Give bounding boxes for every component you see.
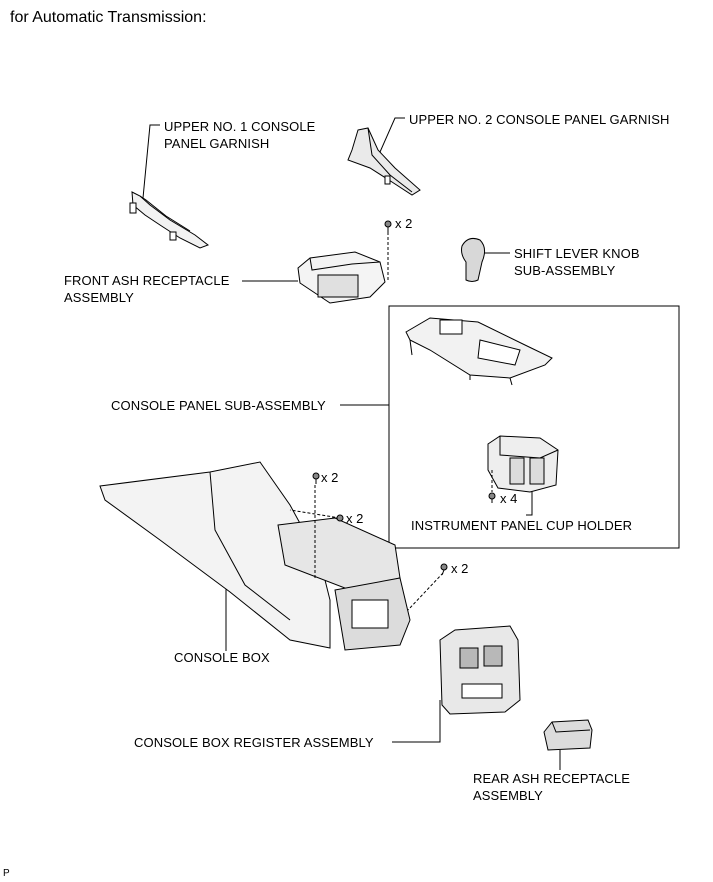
label-line: CONSOLE PANEL SUB-ASSEMBLY (111, 398, 326, 413)
upper-no1-console-panel-garnish (129, 191, 210, 249)
console-box-register-assembly (439, 625, 521, 715)
label-line: ASSEMBLY (64, 290, 134, 305)
screw-icon (488, 492, 496, 503)
label-upper-no1-garnish: UPPER NO. 1 CONSOLE PANEL GARNISH (164, 118, 315, 152)
console-panel-sub-assembly (405, 317, 553, 386)
qty-console-box-rear-screws: x 2 (451, 561, 469, 576)
leader-upper-no2 (379, 117, 405, 153)
label-front-ash-receptacle: FRONT ASH RECEPTACLE ASSEMBLY (64, 272, 230, 306)
qty-console-box-mid-screws: x 2 (346, 511, 364, 526)
label-line: REAR ASH RECEPTACLE (473, 771, 630, 786)
label-shift-lever-knob: SHIFT LEVER KNOB SUB-ASSEMBLY (514, 245, 640, 279)
label-console-box-register: CONSOLE BOX REGISTER ASSEMBLY (134, 734, 374, 751)
leader-upper-no1 (142, 124, 160, 199)
console-panel-frame (388, 305, 680, 549)
qty-cup-holder-screws: x 4 (500, 491, 518, 506)
label-line: INSTRUMENT PANEL CUP HOLDER (411, 518, 633, 533)
label-line: PANEL GARNISH (164, 136, 270, 151)
screw-icon (312, 472, 320, 484)
qty-front-ash-screws: x 2 (395, 216, 413, 231)
page-code: P (3, 868, 10, 879)
label-instrument-panel-cup-holder: INSTRUMENT PANEL CUP HOLDER (411, 517, 632, 534)
upper-no2-console-panel-garnish (347, 127, 421, 196)
label-console-panel-sub-assembly: CONSOLE PANEL SUB-ASSEMBLY (111, 397, 326, 414)
leader-register (392, 700, 441, 743)
rear-ash-receptacle-assembly (543, 719, 593, 751)
screw-icon (332, 514, 344, 522)
label-line: ASSEMBLY (473, 788, 543, 803)
instrument-panel-cup-holder (487, 435, 559, 493)
console-box (99, 461, 444, 651)
label-line: CONSOLE BOX (174, 650, 270, 665)
label-line: UPPER NO. 1 CONSOLE (164, 119, 316, 134)
label-line: UPPER NO. 2 CONSOLE PANEL GARNISH (409, 112, 670, 127)
label-line: SHIFT LEVER KNOB (514, 246, 640, 261)
shift-lever-knob (461, 238, 486, 282)
page-heading: for Automatic Transmission: (10, 9, 207, 26)
screw-icon (440, 563, 448, 576)
qty-console-box-top-screws: x 2 (321, 470, 339, 485)
screw-icon (384, 220, 392, 232)
label-console-box: CONSOLE BOX (174, 649, 270, 666)
label-upper-no2-garnish: UPPER NO. 2 CONSOLE PANEL GARNISH (409, 111, 669, 128)
label-rear-ash-receptacle: REAR ASH RECEPTACLE ASSEMBLY (473, 770, 630, 804)
label-line: SUB-ASSEMBLY (514, 263, 616, 278)
label-line: FRONT ASH RECEPTACLE (64, 273, 230, 288)
front-ash-receptacle-assembly (297, 232, 389, 304)
label-line: CONSOLE BOX REGISTER ASSEMBLY (134, 735, 374, 750)
